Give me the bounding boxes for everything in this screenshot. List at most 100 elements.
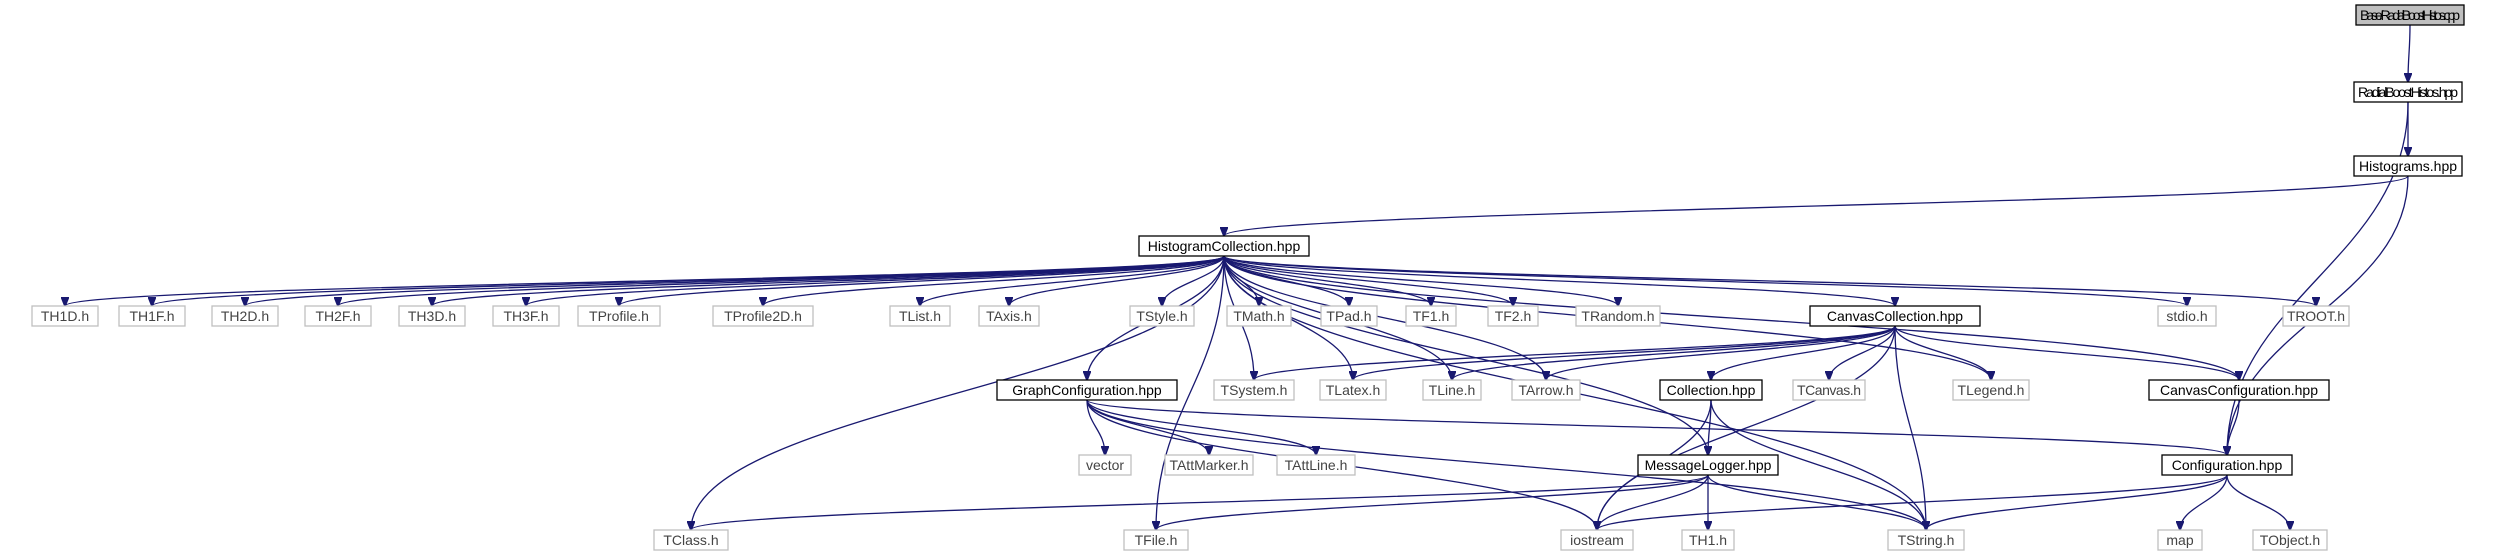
node-label: TH1D.h [41,308,89,324]
edge-cc-to-tcanv [1829,325,1896,380]
edge-line [1086,399,1105,455]
edge-line [1156,255,1225,530]
node-label: vector [1086,457,1124,473]
node-messagelogger-hpp[interactable]: MessageLogger.hpp [1637,454,1779,476]
edge-line [1707,474,1926,530]
node-tattline-h: TAttLine.h [1276,454,1356,476]
node-box [1078,454,1132,476]
node-label: Base/RadialBoostHistos.cpp [2360,7,2460,23]
edge-cc-to-tlatex [1353,325,1896,380]
node-iostream: iostream [1560,529,1634,551]
node-box [1123,529,1189,551]
node-canvascollection-hpp[interactable]: CanvasCollection.hpp [1809,305,1981,327]
node-box [1575,305,1661,327]
node-label: TLatex.h [1326,382,1380,398]
node-box [2282,305,2350,327]
edge-root-to-rbh [2408,24,2410,82]
edge-line [1086,399,1316,455]
node-tf1-h: TF1.h [1405,305,1457,327]
node-histogramcollection-hpp[interactable]: HistogramCollection.hpp [1138,235,1310,257]
node-th2f-h: TH2F.h [304,305,372,327]
node-tline-h: TLine.h [1422,379,1482,401]
node-label: iostream [1570,532,1624,548]
node-label: TCanvas.h [1797,382,1861,398]
edge-cc-to-tsys [1254,325,1896,380]
node-label: GraphConfiguration.hpp [1012,382,1162,398]
edge-line [1223,255,2239,380]
edge-line [1597,474,2228,530]
node-label: TAxis.h [986,308,1032,324]
edge-line [2180,474,2228,530]
node-label: Histograms.hpp [2359,158,2457,174]
node-base-radialboosthistos-cpp[interactable]: Base/RadialBoostHistos.cpp [2355,4,2465,26]
node-label: TH3F.h [503,308,548,324]
node-histograms-hpp[interactable]: Histograms.hpp [2353,155,2463,177]
edge-line [432,255,1225,306]
edge-line [1452,325,1896,380]
edge-conf-to-map [2180,474,2228,530]
node-label: TAttMarker.h [1169,457,1248,473]
node-tlist-h: TList.h [889,305,951,327]
node-box [1276,454,1356,476]
node-graphconfiguration-hpp[interactable]: GraphConfiguration.hpp [996,379,1178,401]
node-label: TAttLine.h [1285,457,1348,473]
node-vector: vector [1078,454,1132,476]
node-box [978,305,1040,327]
node-box [1213,379,1295,401]
node-label: TProfile.h [589,308,649,324]
edge-line [1546,325,1896,380]
node-tf2-h: TF2.h [1487,305,1539,327]
edge-hc-to-th3d [432,255,1225,306]
node-label: HistogramCollection.hpp [1148,238,1301,254]
node-tarrow-h: TArrow.h [1511,379,1581,401]
node-box [1560,529,1634,551]
node-collection-hpp[interactable]: Collection.hpp [1659,379,1763,401]
node-label: TObject.h [2260,532,2320,548]
edge-line [1597,325,1896,530]
node-tclass-h: TClass.h [653,529,729,551]
node-configuration-hpp[interactable]: Configuration.hpp [2161,454,2293,476]
node-label: CanvasCollection.hpp [1827,308,1963,324]
node-radialboosthistos-hpp[interactable]: RadialBoostHistos.hpp [2353,81,2463,103]
edge-conf-to-tstr [1926,474,2228,530]
nodes-layer: Base/RadialBoostHistos.cppRadialBoostHis… [31,4,2465,551]
node-box [577,305,661,327]
node-label: TLegend.h [1958,382,2025,398]
edge-line [1156,474,1709,530]
edge-line [1009,255,1225,306]
edge-gc-to-tattl [1086,399,1316,455]
edge-line [1086,399,2227,455]
edge-hc-to-ml [1223,255,1708,455]
node-box [2148,379,2330,401]
node-label: stdio.h [2166,308,2207,324]
edge-line [2408,24,2410,82]
edge-line [2227,101,2409,455]
node-label: CanvasConfiguration.hpp [2160,382,2318,398]
node-label: TPad.h [1326,308,1371,324]
node-label: TMath.h [1233,308,1284,324]
edge-line [1224,175,2409,236]
node-label: TH1.h [1689,532,1727,548]
edge-line [1223,255,1895,306]
edge-line [1894,325,1991,380]
edge-rbh-to-conf [2227,101,2409,455]
edge-line [1223,255,1618,306]
node-label: map [2166,532,2193,548]
edge-line [152,255,1225,306]
edge-canvc-to-conf [2227,399,2240,455]
node-box [1138,235,1310,257]
edge-line [1223,255,1431,306]
node-canvasconfiguration-hpp[interactable]: CanvasConfiguration.hpp [2148,379,2330,401]
edge-line [1162,255,1225,306]
edge-gc-to-tattm [1086,399,1209,455]
node-label: TSystem.h [1221,382,1288,398]
edge-conf-to-iostr [1597,474,2228,530]
edge-cc-to-coll [1711,325,1896,380]
node-label: TF2.h [1495,308,1532,324]
edge-hc-to-tarrow [1223,255,1546,380]
node-label: TStyle.h [1136,308,1187,324]
edges-layer [65,24,2410,530]
edge-hc-to-troot [1223,255,2316,306]
edge-line [1086,399,1209,455]
